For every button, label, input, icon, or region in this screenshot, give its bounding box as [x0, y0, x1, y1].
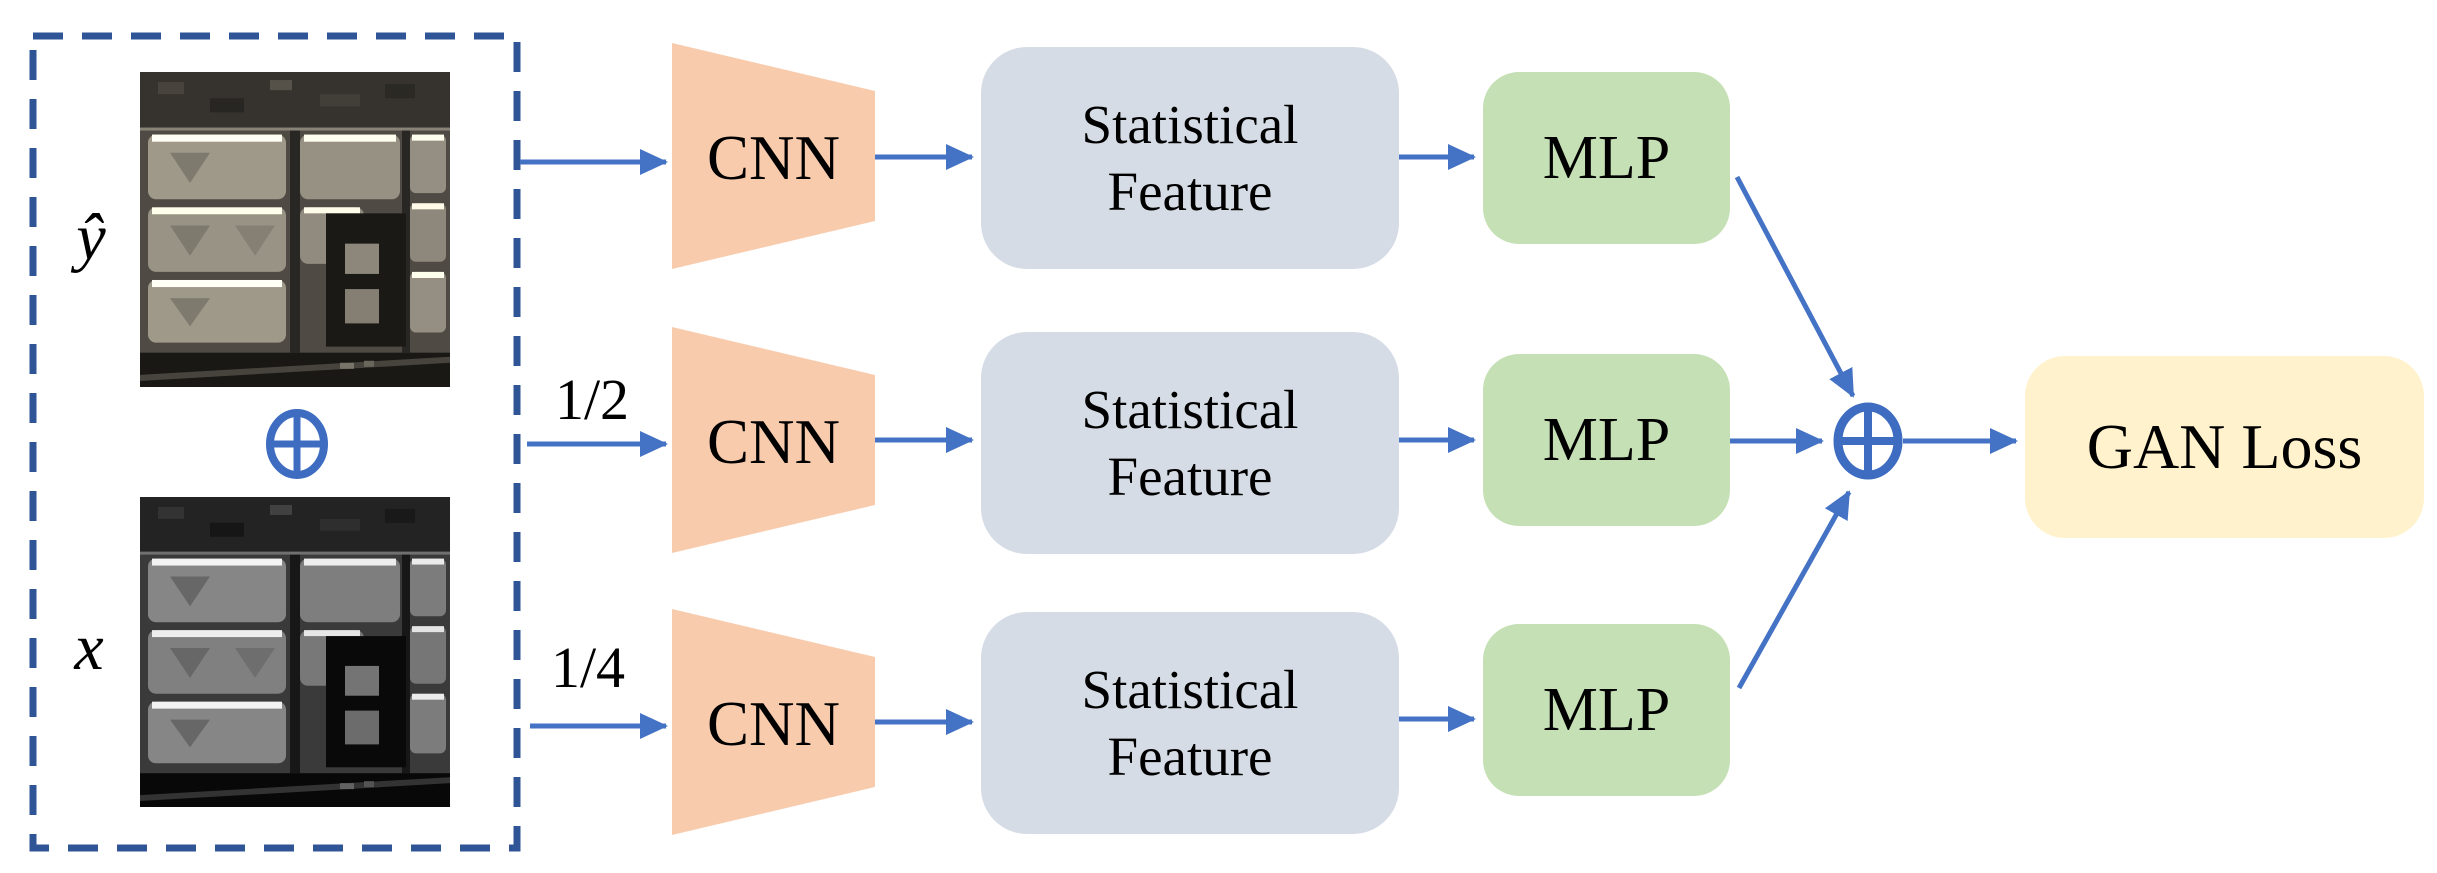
statistical-feature-box-1: Statistical Feature [981, 47, 1399, 269]
cnn-trapezoid-branch-1 [672, 43, 875, 269]
input-image-real [140, 497, 450, 807]
aggregator-circled-plus-icon [1833, 402, 1903, 480]
mlp-box-2: MLP [1483, 354, 1730, 526]
generated-input-label: ŷ [76, 201, 106, 274]
aerial-photo-graphic [140, 497, 450, 807]
cnn-trapezoid-branch-2 [672, 327, 875, 553]
mlp-box-1: MLP [1483, 72, 1730, 244]
statistical-feature-box-2: Statistical Feature [981, 332, 1399, 554]
circled-plus-icon [266, 409, 328, 479]
mlp-box-3: MLP [1483, 624, 1730, 796]
aerial-photo-graphic [140, 72, 450, 387]
arrow-mlp1-to-aggregator [1734, 175, 1856, 398]
cnn-label-branch-1: CNN [706, 122, 840, 193]
scale-label-half: 1/2 [554, 366, 630, 432]
statistical-feature-box-3: Statistical Feature [981, 612, 1399, 834]
cnn-trapezoid-branch-3 [672, 609, 875, 835]
cnn-label-branch-3: CNN [706, 688, 840, 759]
arrow-mlp3-to-aggregator [1736, 490, 1852, 690]
input-group-dashed-border [29, 32, 521, 852]
real-input-label: x [74, 611, 104, 684]
scale-label-quarter: 1/4 [550, 634, 626, 700]
cnn-label-branch-2: CNN [706, 406, 840, 477]
input-image-generated [140, 72, 450, 387]
gan-loss-box: GAN Loss [2025, 356, 2424, 538]
